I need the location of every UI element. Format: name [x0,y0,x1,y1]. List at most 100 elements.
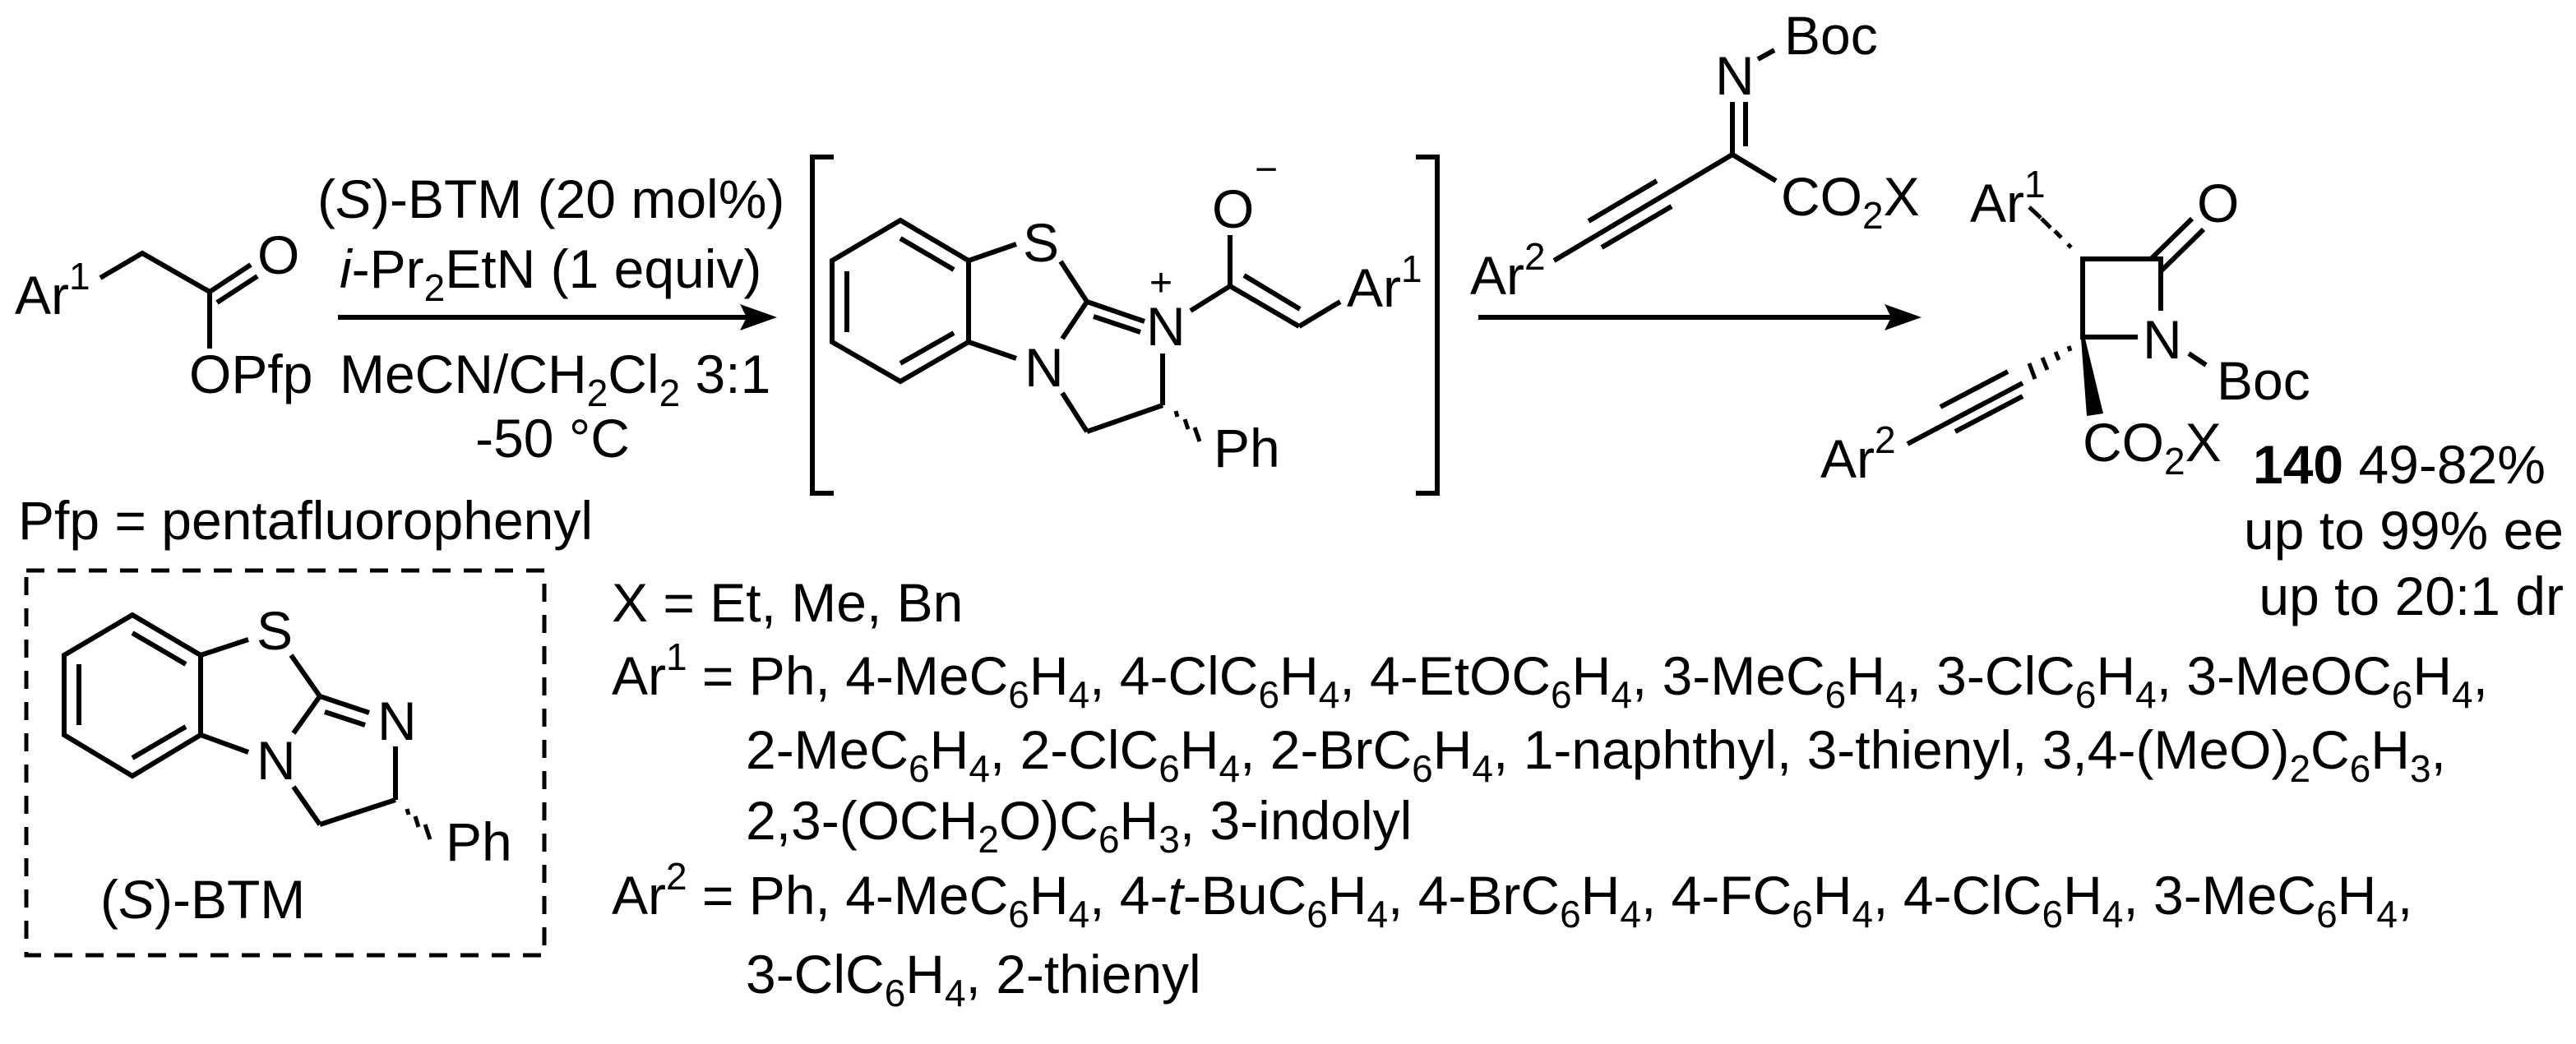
btm-benzene-ring [62,612,203,779]
pfp-definition: Pfp = pentafluorophenyl [18,490,593,551]
btm-c2-n-bond [319,694,370,715]
btm-s-atom: S [257,600,293,661]
substituent-scope: X = Et, Me, Bn Ar1 = Ph, 4-MeC6H4, 4-ClC… [612,572,2488,1014]
solvent-condition: MeCN/CH2Cl2 3:1 [340,344,770,414]
ch2-ch-bond [1086,403,1163,434]
reagent-ester: CO2X [1781,166,1920,237]
ch2-bond [99,250,211,294]
alkyne-bond-2 [1939,369,2009,409]
c2-n-bond [1060,300,1089,340]
ch-ar-bond [1297,299,1342,329]
catalyst-box: S N N Ph (S)-BTM [24,568,547,958]
ar2-definition: Ar2 = Ph, 4-MeC6H4, 4-t-BuC6H4, 4-BrC6H4… [612,855,2412,935]
btm-s-c2-bond [289,654,322,698]
ar1-definition-cont2: 2,3-(OCH2O)C6H3, 3-indolyl [746,790,1412,861]
minus-charge: − [1255,148,1278,192]
ketimine-reagent: N Boc CO2X Ar2 [1470,5,1920,306]
c2-nplus-bond [1086,299,1145,324]
enolate-o: O [1212,178,1254,239]
product-boc: Boc [2217,350,2310,411]
s-c2-bond [1058,260,1089,303]
reagent-aryl: Ar2 [1470,235,1546,306]
int-s-atom: S [1023,212,1059,273]
c2-nplus-bond-2 [1093,314,1141,335]
btm-hashed-bond [405,808,432,840]
enolate-cc-bond-2 [1242,273,1302,312]
catalyst-condition: (S)-BTM (20 mol%) [317,169,784,229]
wedge-bond [2081,339,2103,416]
reagent-imine-n: N [1715,45,1755,106]
azetidinone-ring [2080,256,2163,340]
n-ch2-bond [1060,391,1089,433]
alkyne-bond-3 [1954,394,2024,434]
benzene-ring [830,217,971,385]
enolate-cc-bond [1228,284,1301,329]
btm-arom-1 [131,631,187,667]
co-bond-2 [2158,227,2206,274]
arrow-head-icon [740,304,777,330]
starting-material: Ar1 O OPfp [15,224,312,404]
btm-c2-n-bond-2 [324,709,366,728]
co-bond [2148,216,2194,261]
product-ring-n: N [2143,309,2182,370]
plus-charge: + [1149,261,1172,305]
arom-bond-3 [899,330,955,366]
base-condition: i-Pr2EtN (1 equiv) [340,238,761,309]
alkyne-bond-3 [1600,204,1673,250]
product-ee: up to 99% ee [2244,500,2564,561]
right-bracket [1416,155,1440,496]
c-ester-bond [1731,152,1778,183]
sm-leaving-group: OPfp [189,344,312,404]
carbonyl-bond [208,262,252,294]
step2-arrow [1478,304,1922,330]
reagent-boc: Boc [1784,5,1878,66]
btm-n1-ch2-bond [291,785,322,826]
ar2-definition-cont: 3-ClC6H4, 2-thienyl [746,944,1201,1014]
btm-ch2-ch-bond [319,797,396,827]
btm-arom-3 [131,724,187,760]
hashed-bond-ar1 [2028,206,2073,249]
arom-bond-1 [899,236,955,272]
n-boc-bond [2187,351,2208,367]
c-s-bond [968,242,1017,263]
carbonyl-bond-2 [215,274,259,305]
product-aryl2: Ar2 [1820,418,1896,489]
ar1-definition: Ar1 = Ph, 4-MeC6H4, 4-ClC6H4, 4-EtOC6H4,… [612,635,2488,716]
intermediate: S N N + O − Ar1 Ph [810,148,1440,496]
alkyne-bond-2 [1587,178,1658,224]
btm-phenyl: Ph [446,811,512,872]
btm-label: (S)-BTM [100,869,305,930]
product: Ar1 O N Boc CO2X Ar2 [1820,163,2310,489]
product-yield: 140 49-82% [2253,434,2546,495]
n-acyl-bond [1189,284,1232,313]
product-ester: CO2X [2083,412,2222,483]
product-aryl1: Ar1 [1970,163,2046,233]
btm-c2-n1-bond [291,695,322,735]
ar1-definition-cont1: 2-MeC6H4, 2-ClC6H4, 2-BrC6H4, 1-naphthyl… [746,719,2446,790]
arrow-head-icon [1885,304,1922,330]
step1-arrow [338,304,777,330]
product-dr: up to 20:1 dr [2259,566,2564,626]
hashed-bond [1173,410,1202,442]
x-definition: X = Et, Me, Bn [612,572,963,633]
btm-c-s-bond [200,637,249,658]
sm-aryl-label: Ar1 [15,255,90,326]
c-n-bond [968,340,1017,361]
int-aryl: Ar1 [1347,247,1422,318]
int-nplus-atom: N [1146,296,1186,357]
product-carbonyl-o: O [2197,173,2239,233]
hashed-bond-alkyne [2027,345,2073,380]
temperature-condition: -50 °C [475,408,630,469]
btm-n1-atom: N [257,730,296,791]
sm-carbonyl-o: O [257,224,299,285]
n-boc-bond [1756,48,1776,62]
alkyne-bond [1906,381,2024,446]
int-n-atom: N [1024,337,1064,398]
int-phenyl: Ph [1214,418,1280,478]
dashed-border [24,568,547,958]
btm-n3-atom: N [377,691,417,751]
alkyne-bond [1552,152,1734,263]
btm-c-n1-bond [199,732,250,755]
left-bracket [810,155,834,496]
